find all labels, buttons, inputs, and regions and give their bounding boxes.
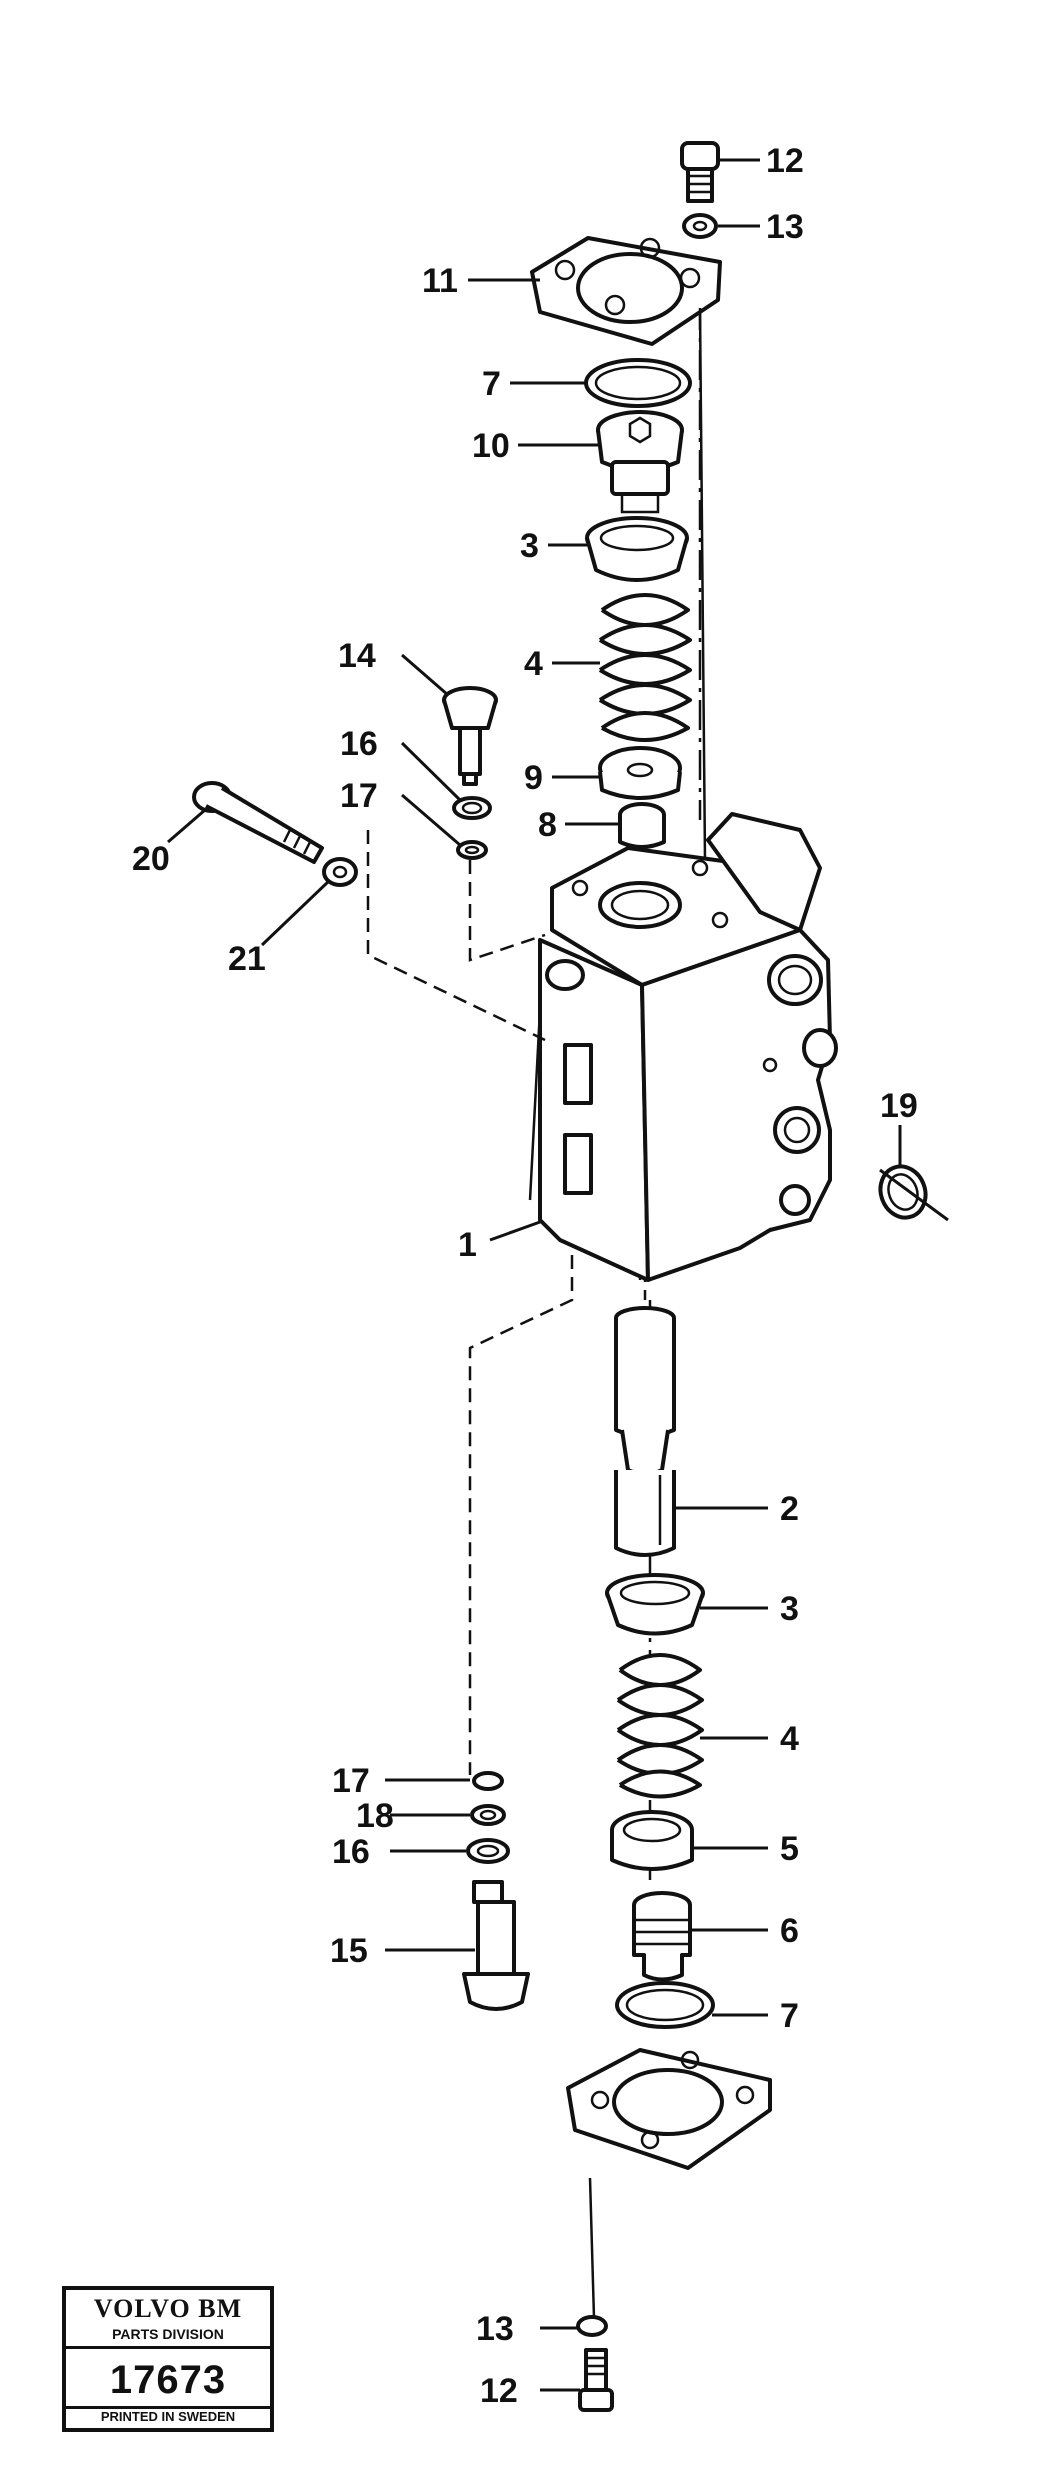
- part-13-washer-top: [682, 213, 718, 239]
- lower-cover-plate: [566, 2048, 772, 2170]
- callout-8: 8: [538, 806, 557, 844]
- stamp-divider: [66, 2346, 270, 2349]
- callout-3-top: 3: [520, 527, 539, 565]
- part-12-screw-lower: [578, 2348, 614, 2412]
- callout-12-top: 12: [766, 142, 804, 180]
- stamp-brand: VOLVO BM: [93, 2294, 243, 2323]
- callout-3-lower: 3: [780, 1590, 799, 1628]
- callout-16-upper: 16: [340, 725, 378, 763]
- callout-2: 2: [780, 1490, 799, 1528]
- callout-15: 15: [330, 1932, 368, 1970]
- callout-7-lower: 7: [780, 1997, 799, 2035]
- part-17-ring-lower: [472, 1771, 504, 1791]
- callout-16-lower: 16: [332, 1833, 370, 1871]
- part-13-washer-lower: [576, 2315, 608, 2337]
- part-16-ring-lower: [466, 1838, 510, 1864]
- part-11-cover-plate: [530, 236, 722, 346]
- callout-4-top: 4: [524, 645, 543, 683]
- part-17-ring-upper: [456, 840, 488, 860]
- callout-9: 9: [524, 759, 543, 797]
- part-6-plug: [632, 1891, 692, 1982]
- part-19-o-ring: [878, 1164, 928, 1220]
- callout-10: 10: [472, 427, 510, 465]
- callout-1: 1: [458, 1226, 477, 1264]
- callout-17-lower: 17: [332, 1762, 370, 1800]
- parts-division-stamp: VOLVO BM PARTS DIVISION 17673 PRINTED IN…: [62, 2286, 274, 2432]
- part-14-pin: [442, 686, 498, 786]
- callout-13-lower: 13: [476, 2310, 514, 2348]
- part-16-ring-upper: [452, 796, 492, 820]
- callout-13-top: 13: [766, 208, 804, 246]
- callout-4-lower: 4: [780, 1720, 799, 1758]
- assembly-dashed-lines: [366, 307, 707, 2319]
- part-5-seat: [610, 1810, 694, 1871]
- stamp-printed: PRINTED IN SWEDEN: [100, 2409, 236, 2424]
- callout-12-lower: 12: [480, 2372, 518, 2410]
- part-9-spring-seat: [598, 746, 682, 800]
- part-12-screw-top: [680, 141, 720, 203]
- callout-14: 14: [338, 637, 376, 675]
- callout-19: 19: [880, 1087, 918, 1125]
- part-4-spring-lower: [616, 1653, 704, 1799]
- part-4-spring-top: [598, 593, 692, 742]
- callout-20: 20: [132, 840, 170, 878]
- part-21-washer: [322, 857, 358, 887]
- part-1-valve-body: [528, 812, 838, 1282]
- callout-17-upper: 17: [340, 777, 378, 815]
- part-7-o-ring-lower: [615, 1981, 715, 2029]
- part-10-plug: [596, 410, 684, 514]
- callout-5: 5: [780, 1830, 799, 1868]
- stamp-divider-lower: [66, 2406, 270, 2409]
- part-18-ring: [470, 1804, 506, 1826]
- stamp-division: PARTS DIVISION: [112, 2326, 224, 2342]
- callout-21: 21: [228, 940, 266, 978]
- callout-labels: 12 13 11 7 10 3 4 14 16 9 17 8 20 21 19 …: [132, 142, 918, 2410]
- part-20-bolt: [192, 781, 324, 864]
- stamp-number: 17673: [109, 2358, 227, 2402]
- part-3-spring-seat-lower: [605, 1573, 705, 1636]
- callout-7-top: 7: [482, 365, 501, 403]
- leader-lines: [167, 158, 949, 2392]
- part-15-pin: [462, 1880, 530, 2011]
- part-2-spool: [614, 1306, 676, 1557]
- part-7-o-ring-top: [584, 358, 692, 408]
- callout-18: 18: [356, 1797, 394, 1835]
- callout-11: 11: [422, 262, 458, 300]
- part-8-bushing: [618, 802, 666, 849]
- part-3-spring-seat-top: [585, 516, 689, 582]
- callout-6: 6: [780, 1912, 799, 1950]
